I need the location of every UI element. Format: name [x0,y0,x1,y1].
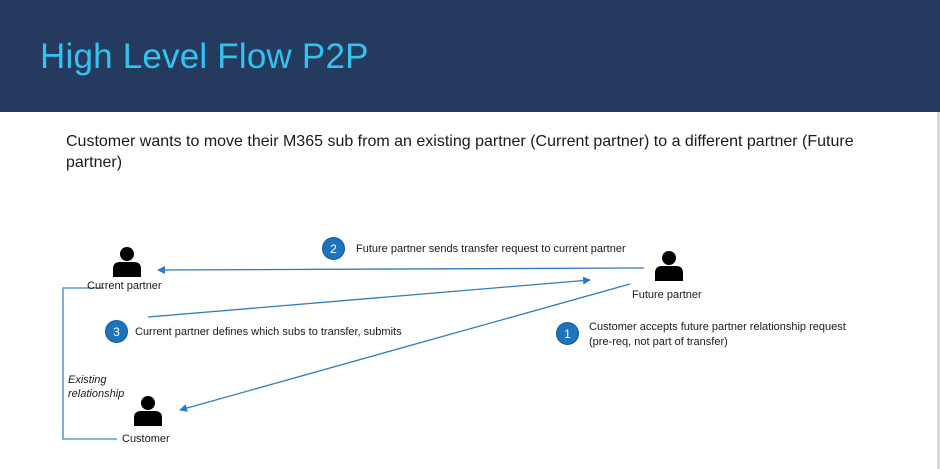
existing-relationship-label: Existing relationship [68,374,125,400]
future-partner-label: Future partner [632,289,702,301]
slide-edge [937,112,940,469]
existing-relationship-bracket [62,287,117,440]
step-1-badge: 1 [556,322,579,345]
current-partner-label: Current partner [87,280,162,292]
arrow-future-to-current [157,265,645,274]
slide-title: High Level Flow P2P [40,37,369,76]
customer-person-icon [134,396,162,426]
step-1-subtext: (pre-req, not part of transfer) [589,336,728,348]
step-3-text: Current partner defines which subs to tr… [135,326,402,338]
slide-subtitle: Customer wants to move their M365 sub fr… [66,133,854,171]
future-partner-person-icon [655,251,683,281]
slide-header: High Level Flow P2P [0,0,940,112]
current-partner-person-icon [113,247,141,277]
customer-label: Customer [122,433,170,445]
arrow-current-to-future [147,276,591,318]
step-3-badge: 3 [105,320,128,343]
step-2-badge: 2 [322,237,345,260]
step-2-text: Future partner sends transfer request to… [356,243,626,255]
step-1-text: Customer accepts future partner relation… [589,321,846,333]
arrow-future-to-customer [179,283,631,412]
